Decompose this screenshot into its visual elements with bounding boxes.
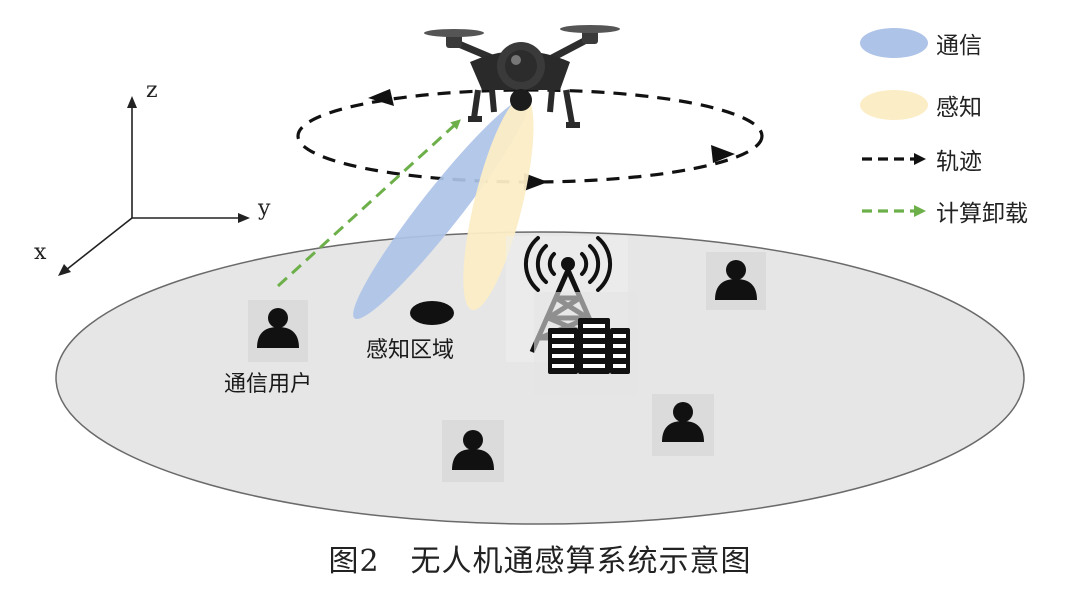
coordinate-axes <box>58 96 250 276</box>
user-icon <box>652 394 714 456</box>
green-dashed-arrow-icon <box>860 194 932 228</box>
legend-item-sense: 感知 <box>860 88 982 122</box>
communication-beam <box>353 97 530 320</box>
legend-label-trajectory: 轨迹 <box>936 149 982 175</box>
drone-icon <box>424 25 620 128</box>
user-icon-comm <box>248 300 308 362</box>
user-icon <box>706 252 766 310</box>
sensing-area-label: 感知区域 <box>366 338 455 363</box>
legend-label-sense: 感知 <box>936 95 982 121</box>
legend-item-offload: 计算卸载 <box>860 194 1028 228</box>
legend-label-offload: 计算卸载 <box>936 201 1028 227</box>
legend-label-comm: 通信 <box>936 33 982 59</box>
offload-arrow <box>276 119 461 288</box>
legend-item-trajectory: 轨迹 <box>860 142 982 176</box>
axis-label-z: z <box>146 78 158 103</box>
sensing-area-spot <box>410 301 454 325</box>
blue-ellipse-icon <box>860 26 932 60</box>
axis-label-y: y <box>258 196 271 221</box>
comm-user-label: 通信用户 <box>224 372 313 397</box>
black-dashed-arrow-icon <box>860 142 932 176</box>
figure-caption: 图2 无人机通感算系统示意图 <box>328 544 752 579</box>
trajectory-arrows <box>368 89 735 191</box>
server-rack-icon <box>534 292 638 396</box>
user-icon <box>442 420 504 482</box>
yellow-ellipse-icon <box>860 88 932 122</box>
axis-label-x: x <box>34 240 47 265</box>
sensing-beam <box>463 96 534 311</box>
legend-item-comm: 通信 <box>860 26 982 60</box>
